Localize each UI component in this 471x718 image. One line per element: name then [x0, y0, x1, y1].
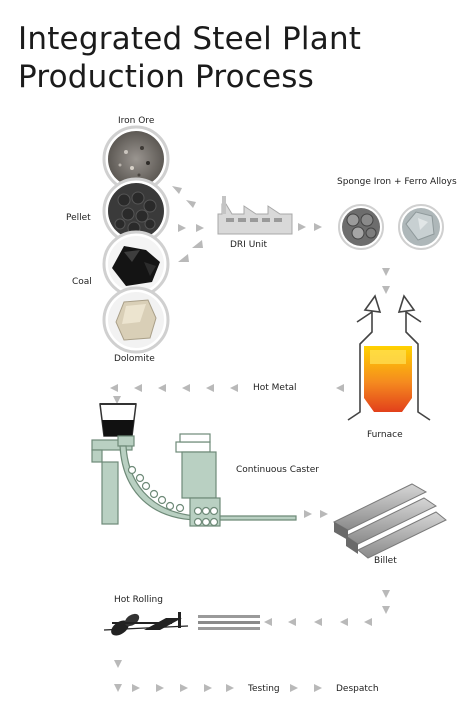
- label-hot-rolling: Hot Rolling: [114, 595, 163, 605]
- label-furnace: Furnace: [367, 430, 403, 440]
- iron-ore-image: [102, 125, 170, 193]
- page-title: Integrated Steel Plant Production Proces…: [18, 20, 361, 96]
- caster-to-billet-arrows: [304, 510, 328, 518]
- label-continuous-caster: Continuous Caster: [236, 465, 319, 475]
- coal-image: [102, 230, 170, 298]
- label-hot-metal: Hot Metal: [253, 383, 297, 393]
- furnace-icon: [347, 294, 431, 421]
- sponge-iron-image: [338, 204, 384, 250]
- ferro-alloys-image: [398, 204, 444, 250]
- dri-unit-icon: [217, 196, 293, 235]
- continuous-caster-icon: [91, 433, 297, 527]
- label-dolomite: Dolomite: [114, 354, 155, 364]
- sponge-to-furnace-arrows: [382, 268, 390, 294]
- title-line-1: Integrated Steel Plant: [18, 21, 362, 57]
- label-testing: Testing: [248, 684, 280, 694]
- pellet-image: [102, 177, 170, 245]
- title-line-2: Production Process: [18, 59, 314, 95]
- label-billet: Billet: [374, 556, 397, 566]
- label-dri-unit: DRI Unit: [230, 240, 268, 250]
- rolled-bars-image: [198, 615, 260, 630]
- rolling-to-despatch-arrows: [114, 660, 322, 692]
- label-coal: Coal: [72, 277, 92, 287]
- raw-to-dri-arrows: [172, 186, 204, 262]
- dri-to-sponge-arrows: [298, 223, 322, 231]
- label-iron-ore: Iron Ore: [118, 116, 155, 126]
- hot-rolling-icon: [103, 612, 189, 636]
- billet-image: [332, 483, 447, 559]
- dolomite-image: [102, 286, 170, 354]
- label-sponge-iron: Sponge Iron + Ferro Alloys: [337, 177, 457, 187]
- hot-metal-arrows: [110, 384, 344, 404]
- label-despatch: Despatch: [336, 684, 379, 694]
- label-pellet: Pellet: [66, 213, 91, 223]
- ladle-icon: [99, 403, 137, 437]
- billet-to-rolling-arrows: [264, 590, 390, 626]
